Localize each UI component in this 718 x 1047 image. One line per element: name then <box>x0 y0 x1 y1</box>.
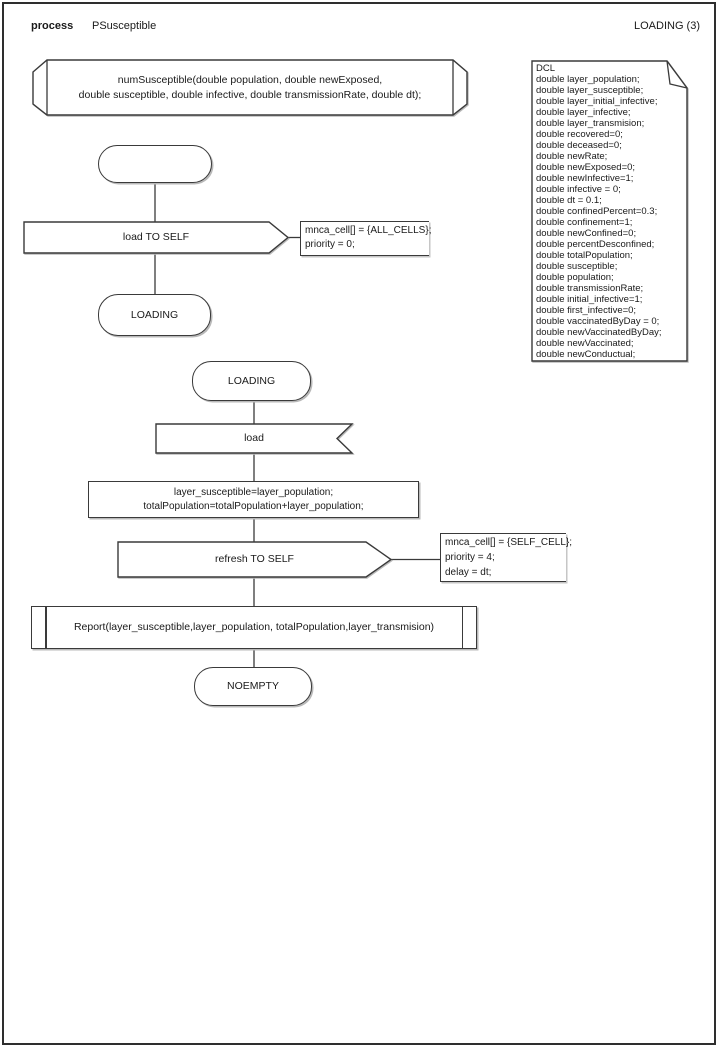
procedure-start-label: numSusceptible(double population, double… <box>78 73 422 101</box>
send-load-label: load TO SELF <box>122 231 190 243</box>
state-noempty-label: NOEMPTY <box>227 680 279 692</box>
task-assignment-text: layer_susceptible=layer_population; tota… <box>143 487 364 512</box>
dcl-note-shape[interactable] <box>531 60 688 362</box>
dcl-note-title: DCL <box>536 63 556 74</box>
state-loading2-label: LOADING <box>227 374 276 387</box>
call-left-bar <box>45 607 47 648</box>
state-loading-shape[interactable]: LOADING <box>98 294 211 336</box>
send-refresh-shape[interactable] <box>117 541 393 578</box>
send-load-comment-bracket[interactable] <box>300 221 429 256</box>
start-state-shape[interactable] <box>98 145 212 183</box>
state-noempty-shape[interactable]: NOEMPTY <box>194 667 312 706</box>
state-loading-label: LOADING <box>130 308 179 321</box>
send-refresh-label: refresh TO SELF <box>215 553 294 565</box>
call-report-label: Report(layer_susceptible,layer_populatio… <box>73 621 435 633</box>
receive-load-shape[interactable] <box>155 423 354 454</box>
call-report-shape[interactable]: Report(layer_susceptible,layer_populatio… <box>31 606 477 649</box>
diagram-canvas <box>23 59 688 667</box>
call-right-bar <box>461 607 463 648</box>
state-loading2-shape[interactable]: LOADING <box>192 361 311 401</box>
receive-load-label: load <box>244 432 264 444</box>
task-assignment-shape[interactable]: layer_susceptible=layer_population; tota… <box>88 481 419 518</box>
send-load-comment-text: mnca_cell[] = {ALL_CELLS}; priority = 0; <box>305 225 432 250</box>
page-label: LOADING (3) <box>633 20 700 32</box>
dcl-note-text: double layer_population; double layer_su… <box>536 74 662 360</box>
send-refresh-comment-text: mnca_cell[] = {SELF_CELL}; priority = 4;… <box>445 537 573 578</box>
diagram-title: PSusceptible <box>92 20 157 32</box>
send-load-shape[interactable] <box>23 221 290 254</box>
send-refresh-comment-bracket[interactable] <box>440 533 566 582</box>
procedure-start-shape[interactable] <box>32 59 468 116</box>
diagram-kind-label: process <box>31 20 74 32</box>
